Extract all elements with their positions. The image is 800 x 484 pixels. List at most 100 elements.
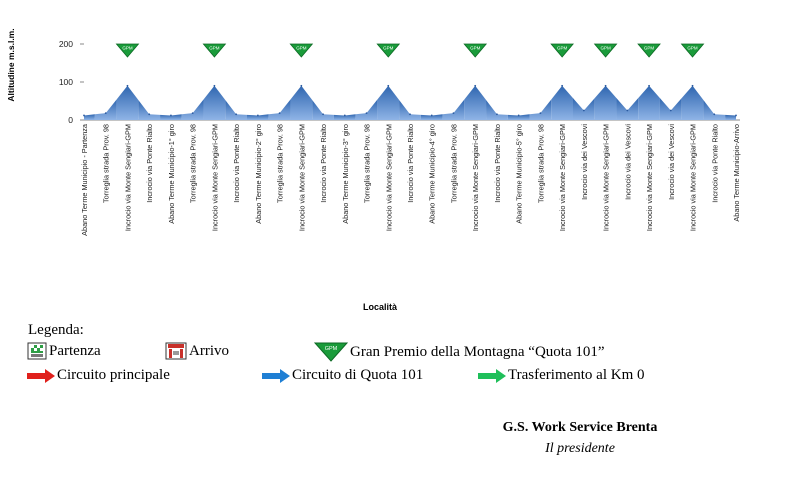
x-tick-label: Incrocio via Monte Sengiari-GPM [471, 124, 480, 231]
x-tick-label: Incrocio via Monte Sengiari-GPM [602, 124, 611, 231]
data-point [735, 114, 737, 117]
area-segment [377, 85, 400, 120]
legend-title: Legenda: [28, 322, 84, 338]
x-tick-label: Abano Terme Municipio-2° giro [254, 124, 263, 224]
area-segment [638, 85, 660, 120]
area-segment [399, 100, 421, 120]
data-point [409, 113, 411, 116]
gpm-marker-label: GPM [296, 46, 307, 51]
area-segment [659, 98, 682, 120]
area-segment [551, 85, 573, 120]
x-tick-label: Incrocio via Ponte Rialto [493, 124, 502, 203]
data-point [256, 114, 259, 117]
x-tick-label: Torreglia strada Prov. 98 [536, 124, 545, 203]
area-segment [486, 100, 508, 120]
gpm-marker-label: GPM [209, 46, 220, 51]
area-segment [464, 85, 487, 120]
legend-partenza: Partenza [27, 342, 101, 360]
x-tick-label: Incrocio via dei Vescovi [667, 124, 676, 200]
legend-trasferimento: Trasferimento al Km 0 [478, 367, 645, 384]
x-tick-labels: Abano Terme Municipio - Partenza Torregli… [80, 123, 741, 236]
area-segment [507, 114, 530, 120]
area-segment [355, 99, 378, 120]
legend-arrivo: Arrivo [165, 342, 229, 360]
x-tick-label: Incrocio via Ponte Rialto [145, 124, 154, 203]
x-tick-label: Incrocio via Monte Sengiari-GPM [210, 124, 219, 231]
data-point [517, 114, 520, 117]
area-segment [116, 85, 139, 120]
area-segment [442, 99, 465, 120]
x-tick-label: Incrocio via Ponte Rialto [319, 124, 328, 203]
area-segment [616, 98, 639, 120]
data-point [691, 84, 694, 87]
gpm-marker [376, 43, 401, 58]
area-segment [333, 114, 356, 120]
x-tick-label: Incrocio via dei Vescovi [580, 124, 589, 200]
x-tick-label: Abano Terme Municipio-5° giro [515, 124, 524, 224]
x-tick-label: Incrocio via Ponte Rialto [406, 124, 415, 203]
data-point [561, 84, 564, 87]
data-point [365, 112, 368, 115]
gpm-marker [115, 43, 140, 58]
area-segment [573, 98, 595, 120]
area-layer [83, 84, 737, 120]
signature-role: Il presidente [545, 441, 615, 456]
data-point [539, 112, 542, 115]
blue-arrow-icon [262, 368, 290, 383]
data-point [278, 112, 281, 115]
x-tick-label: Incrocio via Monte Sengiari-GPM [297, 124, 306, 231]
green-arrow-icon [478, 368, 506, 383]
data-point [126, 84, 129, 87]
legend-gpm-label: Gran Premio della Montagna “Quota 101” [350, 343, 605, 360]
gpm-marker [593, 43, 618, 58]
data-point [452, 112, 455, 115]
data-point [474, 84, 477, 87]
area-segment [594, 85, 617, 120]
y-tick-label: 0 [68, 115, 73, 125]
gpm-marker [289, 43, 314, 58]
x-tick-label: Incrocio via Monte Sengiari-GPM [645, 124, 654, 231]
area-segment [268, 99, 291, 120]
data-point [496, 113, 498, 116]
gpm-marker-label: GPM [122, 46, 133, 51]
x-tick-label: Incrocio via Ponte Rialto [710, 124, 719, 203]
gpm-marker-label: GPM [470, 46, 481, 51]
gpm-marker [550, 43, 574, 58]
legend-trasferimento-label: Trasferimento al Km 0 [508, 367, 645, 383]
gpm-icon-label: GPM [325, 346, 338, 352]
x-axis-title: Località [362, 302, 397, 312]
legend-circuito-principale: Circuito principale [27, 367, 170, 384]
gpm-marker-label: GPM [557, 46, 568, 51]
x-tick-label: Abano Terme Municipio-3° giro [341, 124, 350, 224]
x-tick-label: Torreglia strada Prov. 98 [363, 124, 372, 203]
data-point [170, 114, 172, 117]
gpm-icon: GPM [314, 342, 348, 362]
y-tick-label: 100 [59, 77, 73, 87]
area-segment [247, 114, 269, 120]
gpm-marker-label: GPM [687, 46, 698, 51]
data-point [322, 113, 324, 116]
area-segment [203, 85, 226, 120]
area-segment [225, 100, 247, 120]
data-point [713, 113, 716, 116]
area-segment [138, 100, 161, 120]
legend-gpm: GPM Gran Premio della Montagna “Quota 10… [314, 342, 605, 362]
x-tick-label: Incrocio via Monte Sengiari-GPM [558, 124, 567, 231]
x-tick-label: Abano Terme Municipio-Arrivo [732, 124, 741, 222]
area-segment [725, 114, 736, 120]
x-tick-label: Abano Terme Municipio - Partenza [80, 123, 89, 236]
gpm-marker [463, 43, 488, 58]
legend-circuito-quota-label: Circuito di Quota 101 [292, 367, 424, 383]
legend-circuito-principale-label: Circuito principale [57, 367, 170, 383]
x-tick-label: Incrocio via dei Vescovi [623, 124, 632, 200]
legend-arrivo-label: Arrivo [189, 342, 229, 359]
x-tick-label: Incrocio via Monte Sengiari-GPM [689, 124, 698, 231]
data-point [626, 109, 629, 112]
x-tick-label: Torreglia strada Prov. 98 [276, 124, 285, 203]
data-point [213, 84, 216, 87]
data-point [582, 109, 585, 112]
data-point [83, 114, 85, 117]
data-point [343, 114, 346, 117]
start-flag-icon [27, 342, 47, 360]
